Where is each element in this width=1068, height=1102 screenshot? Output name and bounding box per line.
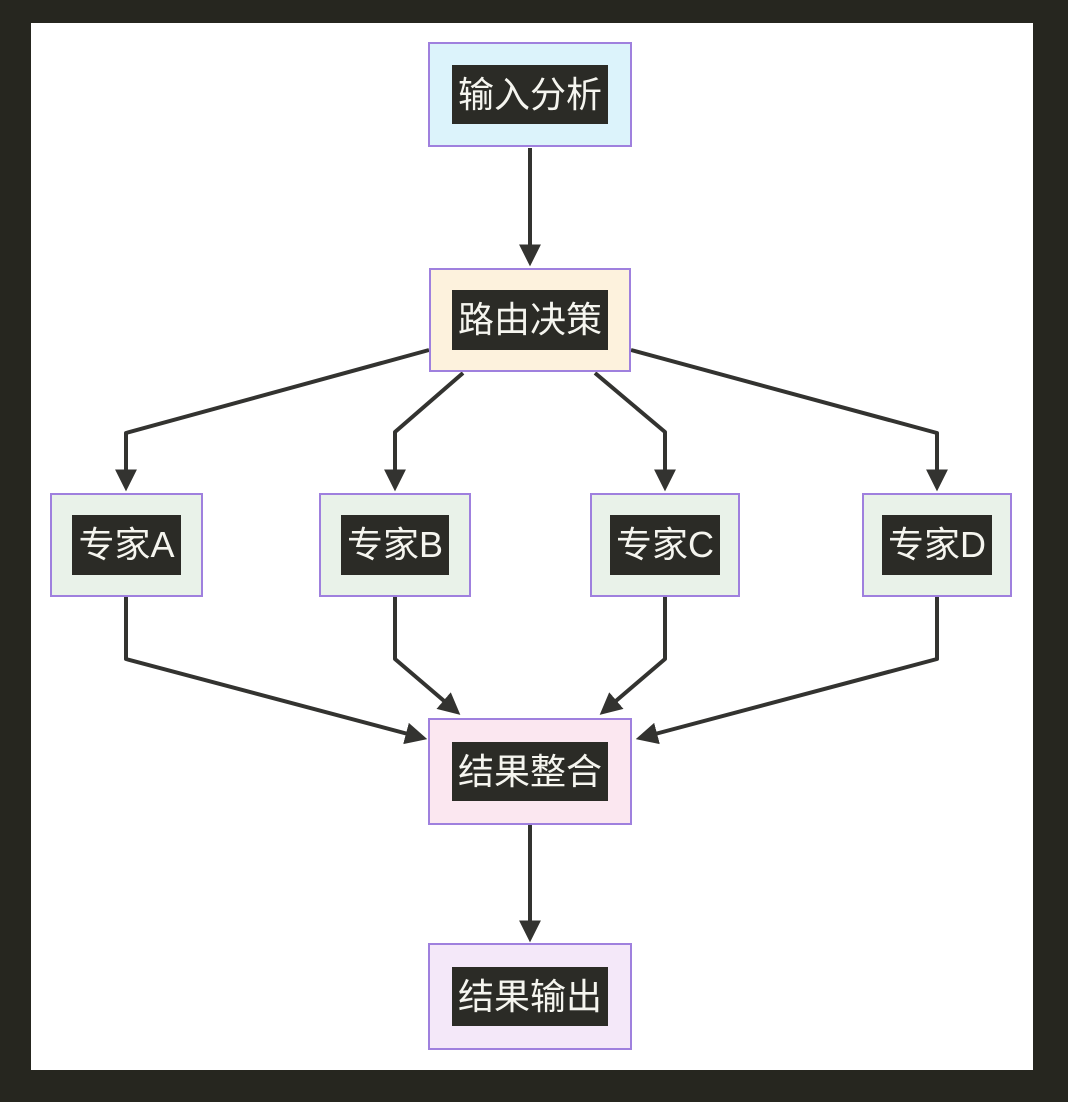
node-expert-a: 专家A xyxy=(50,493,203,597)
node-result-merge-label: 结果整合 xyxy=(451,741,608,802)
edge-router-to-expert-c xyxy=(593,371,676,492)
node-input-analysis: 输入分析 xyxy=(428,42,632,147)
node-routing-decision: 路由决策 xyxy=(429,268,631,372)
edge-router-to-expert-d xyxy=(630,348,948,492)
node-result-merge: 结果整合 xyxy=(428,718,632,825)
node-expert-a-label: 专家A xyxy=(72,515,181,575)
node-expert-d: 专家D xyxy=(862,493,1012,597)
node-result-output-label: 结果输出 xyxy=(451,966,608,1027)
node-input-analysis-label: 输入分析 xyxy=(451,64,608,125)
edge-router-to-expert-b xyxy=(384,371,465,492)
node-expert-b-label: 专家B xyxy=(340,515,449,575)
edge-expert-a-to-merge xyxy=(124,597,428,745)
node-expert-c-label: 专家C xyxy=(610,515,720,575)
node-expert-d-label: 专家D xyxy=(882,515,992,575)
edge-expert-c-to-merge xyxy=(599,597,667,715)
diagram-canvas: 输入分析 路由决策 专家A 专家B 专家C 专家D 结果整合 结果输出 xyxy=(31,23,1033,1070)
node-expert-b: 专家B xyxy=(319,493,471,597)
edge-router-to-expert-a xyxy=(115,348,430,492)
edge-expert-b-to-merge xyxy=(393,597,461,715)
node-result-output: 结果输出 xyxy=(428,943,632,1050)
edge-expert-d-to-merge xyxy=(635,597,939,745)
node-expert-c: 专家C xyxy=(590,493,740,597)
edge-layer xyxy=(115,148,948,943)
node-routing-decision-label: 路由决策 xyxy=(451,290,608,350)
